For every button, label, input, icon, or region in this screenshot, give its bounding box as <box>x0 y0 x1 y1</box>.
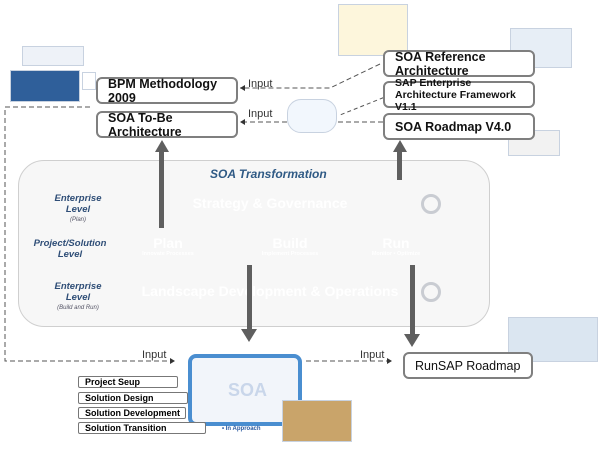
arrow-head-down <box>241 329 257 342</box>
input-line-eaf <box>339 94 391 116</box>
input-label-top: Input <box>248 78 273 90</box>
mindmap-thumb <box>287 99 337 133</box>
bpm-methodology-box[interactable]: BPM Methodology 2009 <box>96 77 238 105</box>
level-line1: Enterprise <box>54 193 102 204</box>
run-sub: Monitor • Optimize <box>371 251 421 257</box>
level-line2: Level <box>65 292 91 303</box>
arrow-head-up <box>155 140 169 152</box>
soa-roadmap-box[interactable]: SOA Roadmap V4.0 <box>383 113 535 140</box>
level-project-solution: Project/Solution Level <box>22 238 118 260</box>
panel-title: SOA Transformation <box>210 167 327 181</box>
landscape-development[interactable]: Landscape Development & Operations <box>120 271 420 310</box>
level-line1: Enterprise <box>54 281 102 292</box>
input-label-middle: Input <box>248 108 273 120</box>
strategy-governance[interactable]: Strategy & Governance <box>120 183 420 222</box>
soa-approach-center: SOA <box>228 380 268 400</box>
strategy-label: Strategy & Governance <box>192 194 348 211</box>
level-line2: Level <box>65 204 91 215</box>
level-sub: (Plan) <box>69 217 86 223</box>
arrow-head-up <box>393 140 407 152</box>
cycle-icon <box>421 282 441 302</box>
level-sub: (Build and Run) <box>57 305 99 311</box>
level-enterprise-plan: Enterprise Level (Plan) <box>48 193 108 226</box>
build-sub: Implement Processes <box>261 251 319 257</box>
cycle-icon <box>421 194 441 214</box>
phases-thumb <box>282 400 352 442</box>
phase-solution-development[interactable]: Solution Development <box>78 407 186 419</box>
input-line-ref <box>240 63 381 89</box>
runsap-roadmap-box[interactable]: RunSAP Roadmap <box>403 352 533 379</box>
level-enterprise-build-run: Enterprise Level (Build and Run) <box>48 281 108 314</box>
plan-sub: Innovate Processes <box>142 251 194 257</box>
arrow-down-approach <box>247 265 252 331</box>
phase-project-setup[interactable]: Project Seup <box>78 376 178 388</box>
run-title: Run <box>382 235 410 251</box>
document-icon <box>82 72 96 90</box>
phase-solution-design[interactable]: Solution Design <box>78 392 188 404</box>
input-line-bpm <box>4 106 170 362</box>
soa-reference-box[interactable]: SOA Reference Architecture <box>383 50 535 78</box>
soa-approach-frame <box>188 354 302 426</box>
input-label-bottom-left: Input <box>142 349 167 361</box>
level-line1: Project/Solution <box>33 238 107 249</box>
soa-approach-caption: • In Approach <box>222 426 261 432</box>
level-line2: Level <box>57 249 83 260</box>
arrow-down-runsap <box>410 265 415 335</box>
soa-tobe-box[interactable]: SOA To-Be Architecture <box>96 111 238 139</box>
arrow-head-down <box>404 334 420 347</box>
phase-solution-transition[interactable]: Solution Transition <box>78 422 206 434</box>
sap-eaf-box[interactable]: SAP Enterprise Architecture Framework V1… <box>383 77 535 113</box>
build-title: Build <box>272 235 308 251</box>
input-label-bottom-right: Input <box>360 349 385 361</box>
sap-eaf-line2: Architecture Framework V1.1 <box>395 88 516 113</box>
arrow-up-roadmap <box>397 150 402 180</box>
arrow-up-tobe <box>159 150 164 228</box>
sap-eaf-line1: SAP Enterprise <box>395 76 472 89</box>
landscape-label: Landscape Development & Operations <box>141 282 399 299</box>
bpm-methodology-thumb <box>10 70 80 102</box>
bpm-thumb-top <box>22 46 84 66</box>
plan-title: Plan <box>153 235 183 251</box>
ref-arch-thumb <box>338 4 408 56</box>
